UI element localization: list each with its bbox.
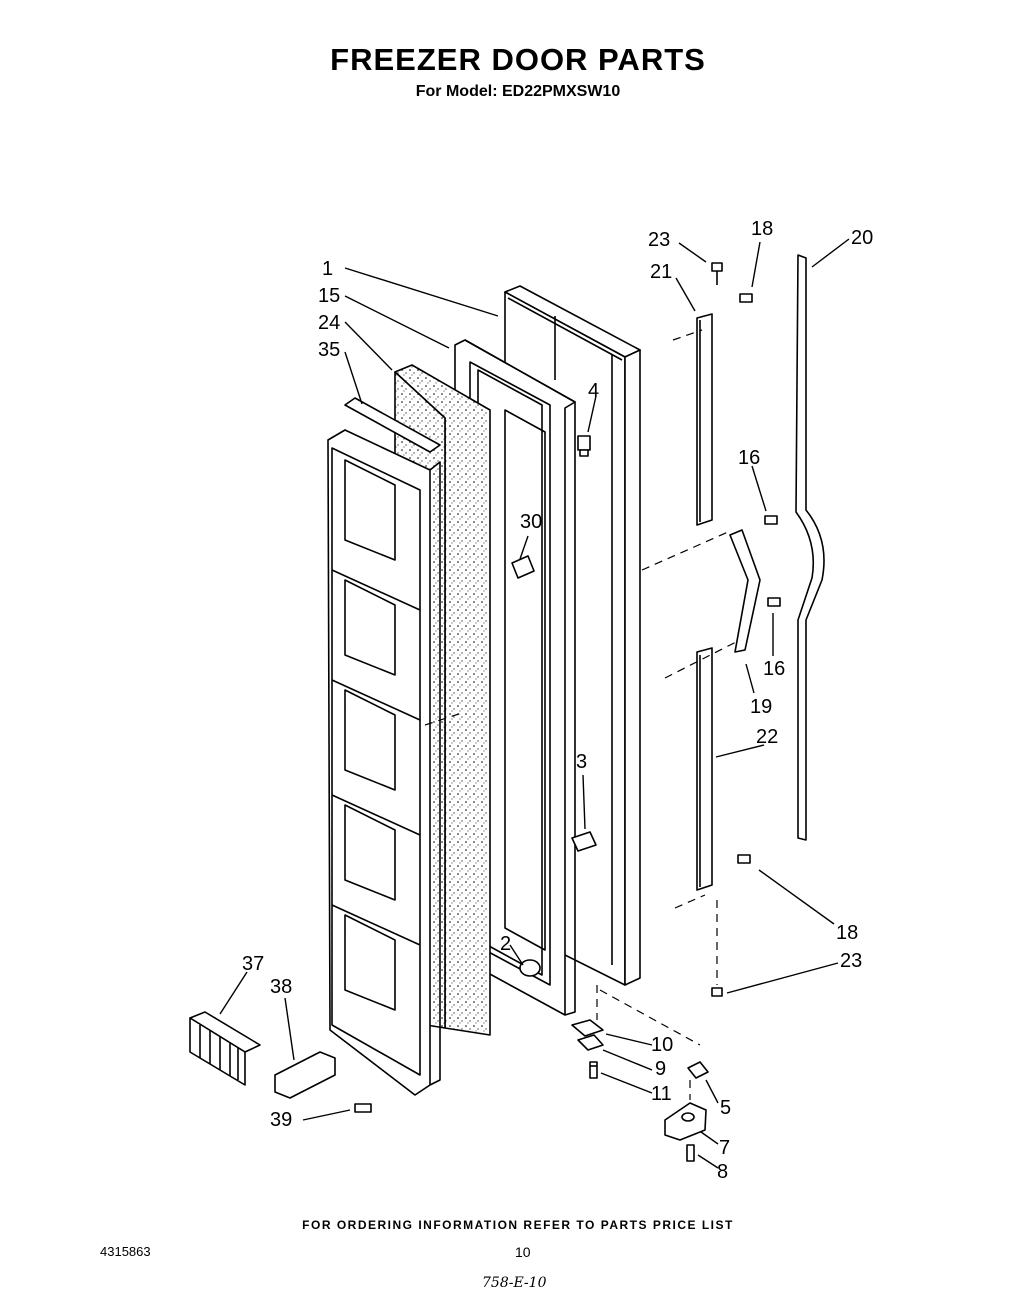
callout-18-top: 18 <box>751 218 773 240</box>
callout-21: 21 <box>650 261 672 283</box>
bottom-hinge <box>664 1061 709 1162</box>
callout-16-bottom: 16 <box>763 658 785 680</box>
cover-screw <box>354 1103 372 1113</box>
callout-9: 9 <box>655 1058 666 1080</box>
callout-30: 30 <box>520 511 542 533</box>
vent-cover <box>274 1051 336 1099</box>
callout-39: 39 <box>270 1109 292 1131</box>
callout-38: 38 <box>270 976 292 998</box>
callout-2: 2 <box>500 933 511 955</box>
page-number: 10 <box>515 1244 531 1260</box>
callout-35: 35 <box>318 339 340 361</box>
callout-4: 4 <box>588 380 599 402</box>
lower-handle-piece <box>696 647 713 891</box>
callout-19: 19 <box>750 696 772 718</box>
upper-handle-piece <box>696 313 713 526</box>
page-title: FREEZER DOOR PARTS <box>330 42 706 77</box>
callout-24: 24 <box>318 312 340 334</box>
plug-part <box>577 435 591 457</box>
leader-lines <box>219 238 850 1169</box>
callout-20: 20 <box>851 227 873 249</box>
inner-door-liner <box>327 397 441 1096</box>
callout-18-bottom: 18 <box>836 922 858 944</box>
hinge-bracket <box>571 1019 604 1079</box>
door-clip <box>511 555 535 579</box>
callout-23-top: 23 <box>648 229 670 251</box>
callout-10: 10 <box>651 1034 673 1056</box>
callout-37: 37 <box>242 953 264 975</box>
callout-1: 1 <box>322 258 333 280</box>
screw-parts <box>711 262 781 997</box>
handle-bracket <box>729 529 761 653</box>
callout-5: 5 <box>720 1097 731 1119</box>
callout-23-bottom: 23 <box>840 950 862 972</box>
door-stop <box>571 831 597 852</box>
handle-trim <box>795 254 825 841</box>
document-number: 4315863 <box>100 1244 151 1259</box>
alignment-lines <box>424 329 741 1100</box>
callout-11: 11 <box>651 1083 672 1105</box>
cap-part <box>519 959 541 977</box>
callout-22: 22 <box>756 726 778 748</box>
callout-8: 8 <box>717 1161 728 1183</box>
callout-15: 15 <box>318 285 340 307</box>
callout-16-top: 16 <box>738 447 760 469</box>
callout-7: 7 <box>719 1137 730 1159</box>
model-label: For Model: ED22PMXSW10 <box>415 83 621 100</box>
callout-labels: 1 15 24 35 23 18 20 21 4 16 30 16 19 22 … <box>242 218 873 1183</box>
callout-3: 3 <box>576 751 587 773</box>
vent-grille <box>189 1011 261 1086</box>
ordering-info-footer: FOR ORDERING INFORMATION REFER TO PARTS … <box>302 1218 734 1232</box>
handwritten-note: 758-E-10 <box>482 1275 547 1291</box>
